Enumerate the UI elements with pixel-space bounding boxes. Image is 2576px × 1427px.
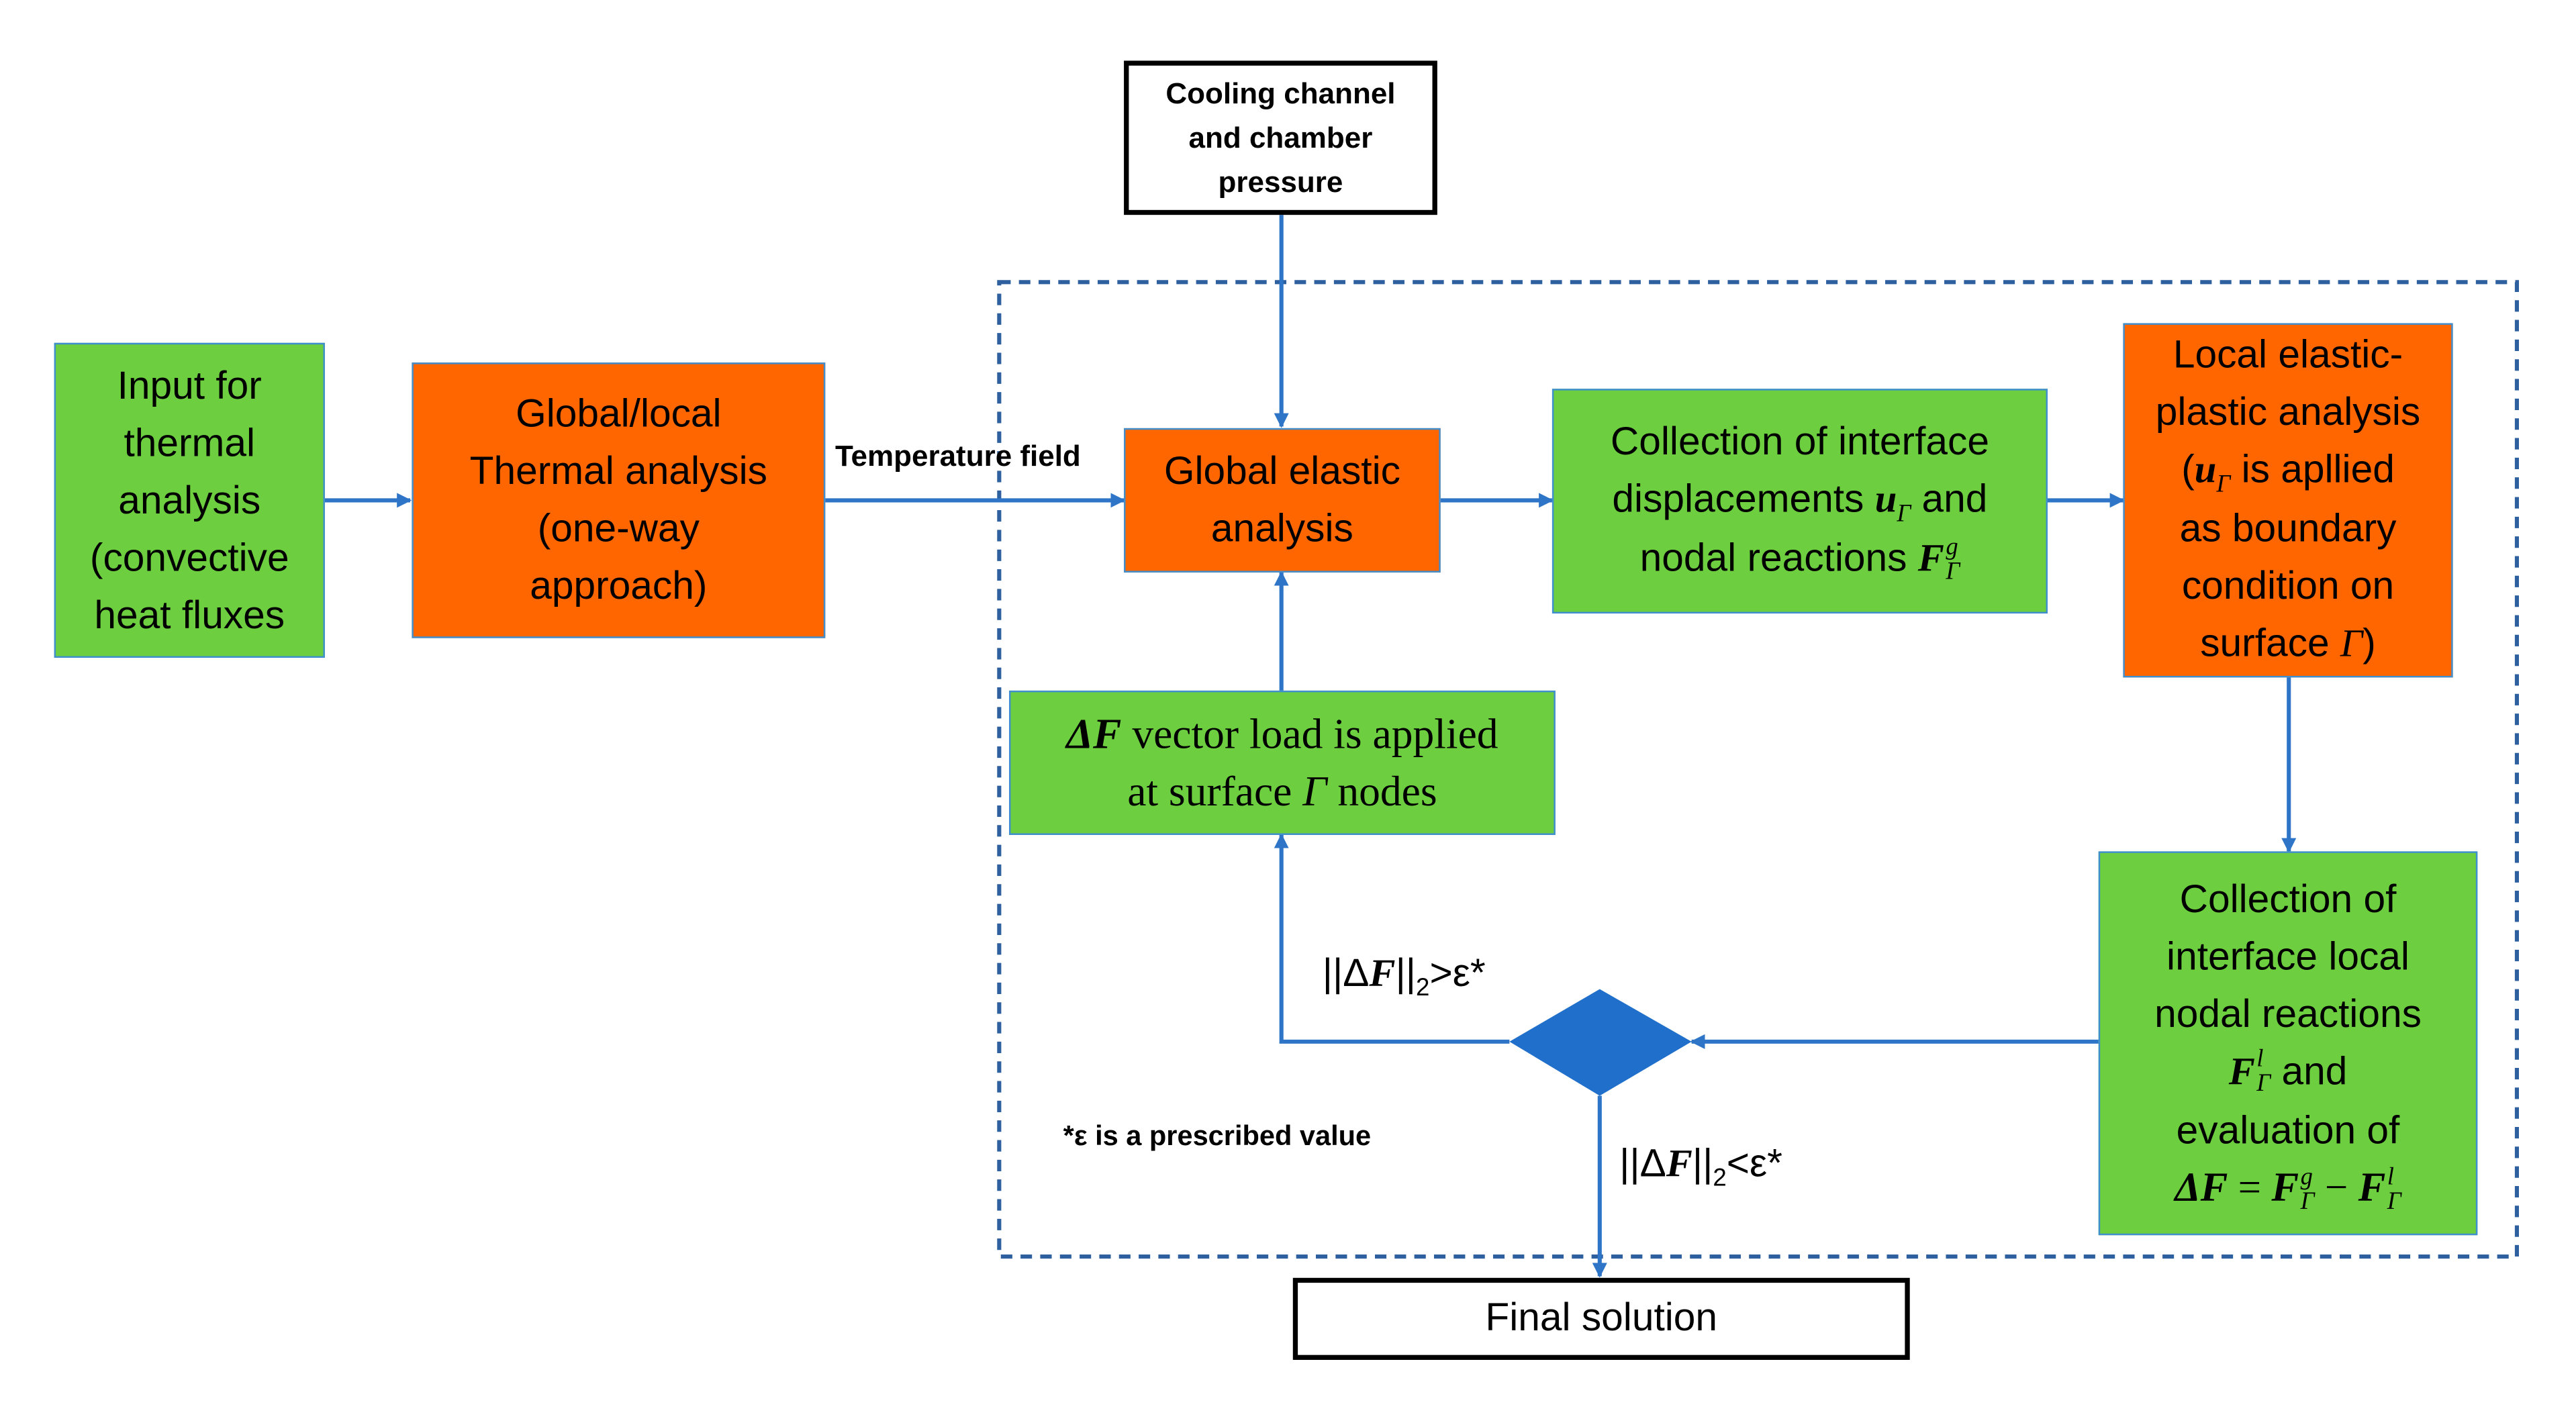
input-line-3: analysis bbox=[118, 478, 261, 523]
collection-line-2: displacements uΓ and bbox=[1611, 471, 1989, 530]
local-applied-text: is apllied bbox=[2241, 448, 2395, 493]
local-force-symbol: F bbox=[2358, 1165, 2386, 1210]
gamma-subscript: Γ bbox=[1897, 501, 1911, 528]
cooling-pressure-node: Cooling channel and chamber pressure bbox=[1124, 60, 1437, 215]
reactions-line-3: nodal reactions bbox=[2154, 991, 2422, 1036]
interface-collection-node: Collection of interface displacements uΓ… bbox=[1552, 389, 2048, 614]
gamma-subscript: Γ bbox=[1946, 558, 1960, 585]
collection-reactions-text: nodal reactions bbox=[1639, 536, 1907, 581]
local-force-symbol: F bbox=[2228, 1050, 2255, 1093]
local-superscript: l bbox=[2256, 1046, 2264, 1073]
norm-close: || bbox=[1395, 951, 1417, 996]
cooling-line-2: and chamber bbox=[1188, 120, 1373, 154]
thermal-analysis-node: Global/local Thermal analysis (one-way a… bbox=[412, 362, 826, 638]
global-superscript: g bbox=[2300, 1164, 2313, 1191]
input-thermal-node: Input for thermal analysis (convective h… bbox=[54, 342, 325, 658]
local-line-4: as boundary bbox=[2179, 507, 2397, 552]
thermal-line-3: (one-way bbox=[537, 507, 700, 552]
collection-line-1: Collection of interface bbox=[1610, 420, 1989, 464]
norm-open: ||Δ bbox=[1322, 951, 1370, 996]
temperature-field-label: Temperature field bbox=[834, 439, 1081, 473]
global-force-symbol: F bbox=[1917, 538, 1944, 581]
greater-than-tolerance: >ε* bbox=[1429, 951, 1486, 996]
gamma-subscript: Γ bbox=[2216, 472, 2231, 499]
gamma-subscript: Γ bbox=[2256, 1071, 2271, 1098]
reactions-line-2: interface local bbox=[2166, 934, 2410, 979]
final-solution-label: Final solution bbox=[1485, 1295, 1718, 1340]
displacement-u-symbol: u bbox=[1874, 479, 1897, 522]
local-line-1: Local elastic- bbox=[2173, 333, 2403, 378]
gamma-symbol: Γ bbox=[2340, 623, 2363, 667]
force-symbol: F bbox=[1666, 1143, 1692, 1186]
local-reactions-node: Collection of interface local nodal reac… bbox=[2098, 851, 2478, 1236]
tolerance-footnote: *ε is a prescribed value bbox=[1063, 1120, 1372, 1152]
thermal-line-4: approach) bbox=[530, 564, 708, 609]
local-line-3: (uΓ is apllied bbox=[2181, 448, 2395, 499]
reactions-line-5: evaluation of bbox=[2176, 1108, 2400, 1152]
converged-condition: ||ΔF||2<ε* bbox=[1619, 1141, 1783, 1191]
delta-line-1: ΔF vector load is applied bbox=[1066, 705, 1498, 763]
local-superscript: l bbox=[2387, 1164, 2394, 1191]
local-line-6: surface Γ) bbox=[2156, 615, 2420, 674]
iteration-loop-boundary bbox=[997, 280, 2519, 1259]
thermal-line-1: Global/local bbox=[516, 392, 722, 437]
gamma-symbol: Γ bbox=[1302, 767, 1327, 816]
gamma-subscript: Γ bbox=[2300, 1189, 2315, 1216]
delta-surface-text: at surface bbox=[1127, 767, 1292, 816]
local-line-2: plastic analysis bbox=[2155, 390, 2421, 435]
less-than-tolerance: <ε* bbox=[1726, 1141, 1783, 1186]
collection-and-text: and bbox=[1921, 477, 1988, 522]
convergence-decision-diamond bbox=[1509, 989, 1692, 1096]
collection-displacements-text: displacements bbox=[1612, 477, 1864, 522]
final-solution-node: Final solution bbox=[1292, 1277, 1910, 1360]
global-superscript: g bbox=[1946, 534, 1958, 560]
force-symbol: F bbox=[1369, 952, 1396, 996]
norm-subscript: 2 bbox=[1416, 974, 1430, 1002]
local-surface-text: surface bbox=[2200, 622, 2330, 667]
reactions-line-1: Collection of bbox=[2179, 877, 2397, 922]
norm-subscript: 2 bbox=[1713, 1164, 1727, 1193]
local-analysis-node: Local elastic- plastic analysis (uΓ is a… bbox=[2123, 323, 2453, 678]
input-line-5: heat fluxes bbox=[94, 593, 285, 638]
input-line-1: Input for bbox=[117, 363, 262, 408]
not-converged-condition: ||ΔF||2>ε* bbox=[1322, 951, 1486, 1000]
delta-load-node: ΔF vector load is applied at surface Γ n… bbox=[1008, 690, 1556, 835]
reactions-and-text: and bbox=[2281, 1048, 2348, 1093]
local-close-paren: ) bbox=[2363, 622, 2376, 667]
thermal-line-2: Thermal analysis bbox=[469, 449, 768, 494]
displacement-u-symbol: u bbox=[2194, 449, 2217, 493]
cooling-line-3: pressure bbox=[1218, 164, 1343, 198]
local-line-5: condition on bbox=[2181, 564, 2395, 609]
input-line-4: (convective bbox=[89, 535, 289, 580]
arrow-decision-to-delta-load bbox=[1274, 833, 1510, 1044]
norm-open: ||Δ bbox=[1619, 1141, 1666, 1186]
delta-symbol: Δ bbox=[1066, 710, 1094, 758]
cooling-line-1: Cooling channel bbox=[1165, 76, 1396, 109]
minus-sign: − bbox=[2314, 1165, 2358, 1210]
force-symbol: F bbox=[1093, 710, 1122, 758]
norm-close: || bbox=[1692, 1141, 1713, 1186]
global-elastic-node: Global elastic analysis bbox=[1124, 428, 1441, 573]
global-line-2: analysis bbox=[1210, 507, 1353, 552]
delta-nodes-text: nodes bbox=[1337, 767, 1437, 816]
gamma-subscript: Γ bbox=[2387, 1189, 2401, 1216]
global-force-symbol: F bbox=[2271, 1165, 2299, 1210]
input-line-2: thermal bbox=[124, 420, 256, 465]
delta-load-text: vector load is applied bbox=[1132, 710, 1498, 758]
equals-sign: = bbox=[2228, 1165, 2272, 1210]
delta-line-2: at surface Γ nodes bbox=[1066, 762, 1498, 820]
delta-force-symbol: ΔF bbox=[2175, 1165, 2228, 1210]
global-line-1: Global elastic bbox=[1163, 449, 1400, 494]
